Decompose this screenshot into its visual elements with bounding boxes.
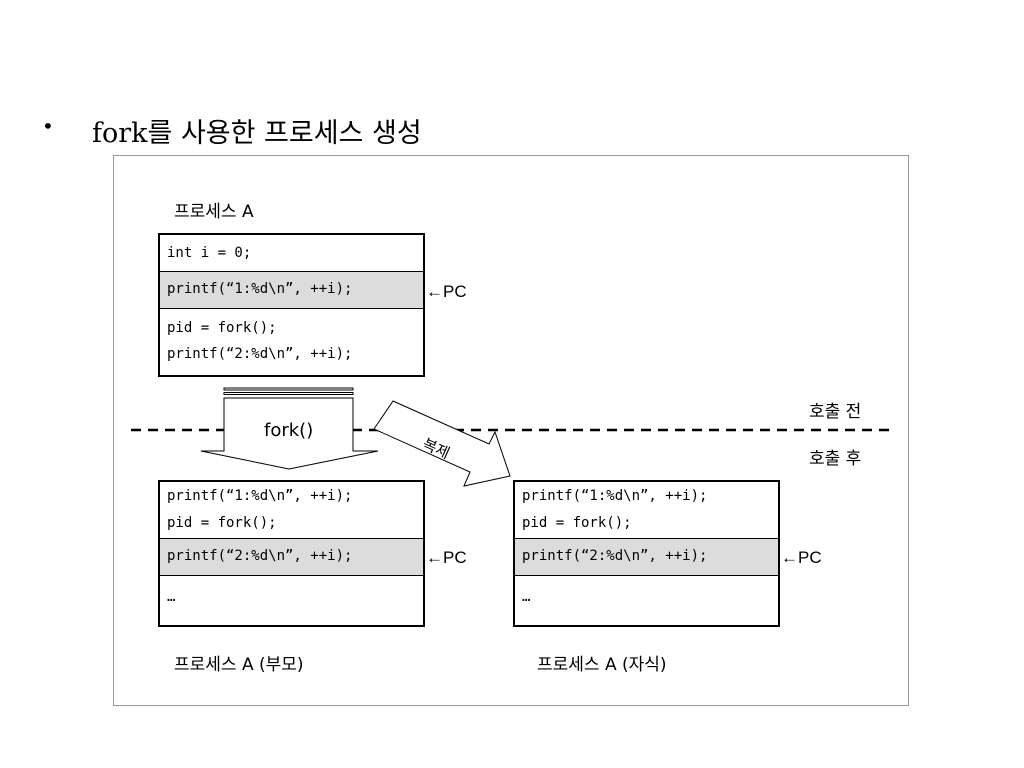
code-line: … — [167, 589, 176, 605]
code-line: int i = 0; — [167, 245, 252, 261]
code-line: pid = fork(); — [522, 515, 632, 531]
program-counter-label: ←PC — [426, 282, 467, 301]
diagram-frame — [113, 155, 909, 706]
code-line: … — [522, 589, 531, 605]
after-call-label: 호출 후 — [809, 449, 862, 469]
parent-process-label: 프로세스 A (부모) — [174, 655, 304, 675]
slide-title: fork를 사용한 프로세스 생성 — [92, 118, 422, 149]
code-line: pid = fork(); — [167, 515, 277, 531]
code-line: pid = fork(); — [167, 320, 277, 336]
top-process-label: 프로세스 A — [174, 202, 254, 222]
code-line-current: printf(“2:%d\n”, ++i); — [160, 538, 423, 576]
code-line: printf(“2:%d\n”, ++i); — [167, 346, 353, 362]
code-line-current: printf(“2:%d\n”, ++i); — [515, 538, 778, 576]
child-process-label: 프로세스 A (자식) — [537, 655, 667, 675]
top-process-box: int i = 0; printf(“1:%d\n”, ++i); pid = … — [158, 233, 425, 377]
code-line: printf(“1:%d\n”, ++i); — [167, 488, 353, 504]
before-call-label: 호출 전 — [809, 402, 862, 422]
parent-process-box: printf(“1:%d\n”, ++i); pid = fork(); pri… — [158, 480, 425, 627]
code-line-current: printf(“1:%d\n”, ++i); — [160, 271, 423, 309]
code-line: printf(“1:%d\n”, ++i); — [522, 488, 708, 504]
program-counter-label: ←PC — [426, 548, 467, 567]
fork-call-label: fork() — [264, 420, 314, 441]
child-process-box: printf(“1:%d\n”, ++i); pid = fork(); pri… — [513, 480, 780, 627]
program-counter-label: ←PC — [781, 548, 822, 567]
copy-arrow — [373, 400, 511, 487]
bullet-marker: • — [42, 114, 54, 138]
fork-arrow — [200, 387, 379, 470]
